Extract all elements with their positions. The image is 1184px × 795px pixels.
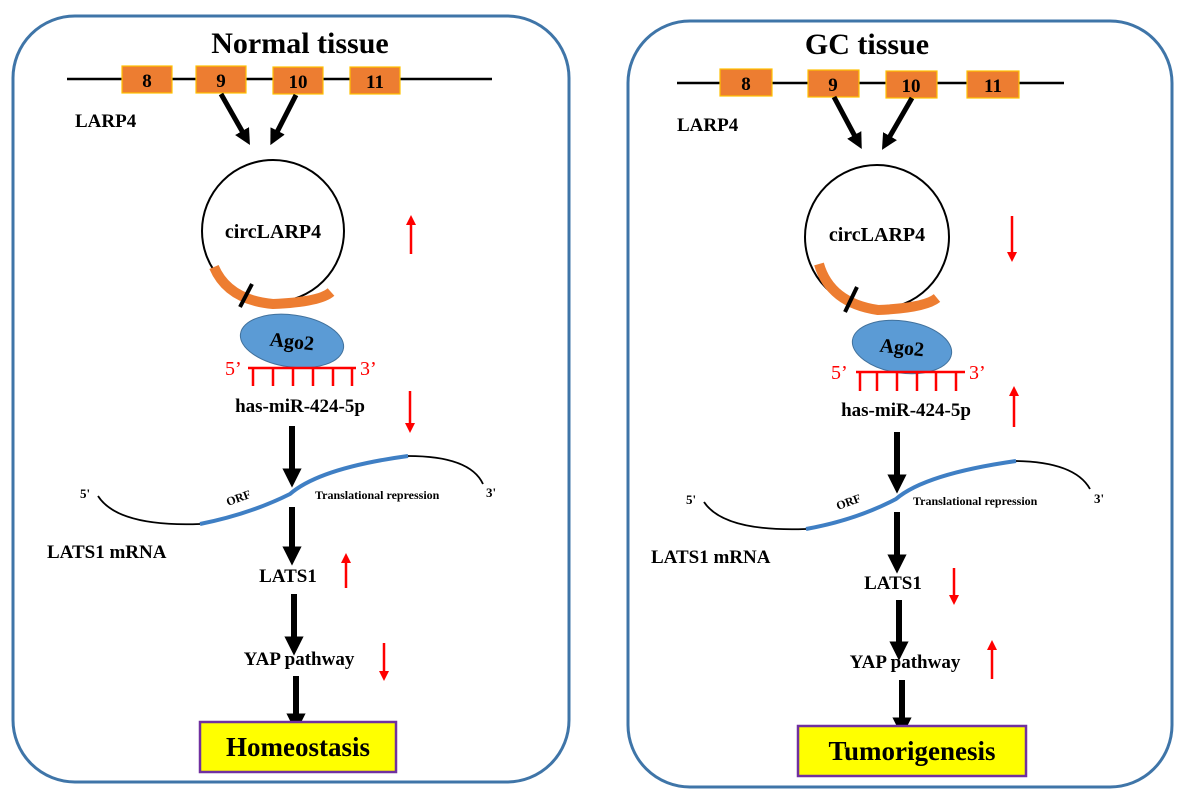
panel-border xyxy=(626,19,1174,789)
mirna-strand xyxy=(248,366,356,386)
panel-title: GC tissue xyxy=(805,28,929,61)
mirna-binding-site xyxy=(814,262,941,316)
svg-text:9: 9 xyxy=(216,71,226,92)
protein-label: LATS1 xyxy=(259,566,317,587)
svg-text:8: 8 xyxy=(741,74,751,95)
orf-label: ORF xyxy=(834,491,863,513)
ago2-label: Ago2 xyxy=(269,329,316,356)
exon-11: 11 xyxy=(349,66,401,95)
protein-label: LATS1 xyxy=(864,573,922,594)
svg-text:10: 10 xyxy=(902,76,921,97)
cleavage-mark xyxy=(238,283,254,308)
panel-title: Normal tissue xyxy=(211,27,388,60)
mrna-5prime: 5' xyxy=(686,492,696,507)
cleavage-mark xyxy=(843,286,859,313)
ago2-label: Ago2 xyxy=(879,335,926,362)
mirna-strand xyxy=(856,370,965,391)
exon-9: 9 xyxy=(195,65,247,94)
mirna-5prime: 5’ xyxy=(225,358,242,380)
panel-normal-tissue: Normal tissue 8 9 10 11 LARP4 circLARP4 xyxy=(11,14,571,784)
translational-repression-label: Translational repression xyxy=(315,488,440,502)
mirna-binding-site xyxy=(209,264,335,310)
svg-text:10: 10 xyxy=(289,72,308,93)
panel-gc-tissue: GC tissue 8 9 10 11 LARP4 circLARP4 Ago2 xyxy=(626,19,1174,789)
svg-text:11: 11 xyxy=(366,72,384,93)
circrna-label: circLARP4 xyxy=(829,224,925,246)
circrna-label: circLARP4 xyxy=(225,221,321,243)
panel-border xyxy=(11,14,571,784)
mirna-5prime: 5’ xyxy=(831,362,848,384)
orf-label: ORF xyxy=(224,487,253,509)
svg-text:11: 11 xyxy=(984,76,1002,97)
exon-8: 8 xyxy=(719,68,773,97)
mirna-3prime: 3’ xyxy=(360,358,377,380)
mrna-orf xyxy=(199,454,409,526)
exon-10: 10 xyxy=(272,66,324,95)
svg-text:9: 9 xyxy=(828,75,838,96)
mrna-3prime: 3' xyxy=(486,485,496,500)
exon-9: 9 xyxy=(807,69,860,98)
mrna-3utr xyxy=(1015,460,1091,490)
splice-arrow-exon9 xyxy=(218,92,250,145)
mrna-5prime: 5' xyxy=(80,486,90,501)
mrna-3prime: 3' xyxy=(1094,491,1104,506)
mirna-label: has-miR-424-5p xyxy=(235,396,365,417)
exon-11: 11 xyxy=(966,70,1020,99)
svg-text:8: 8 xyxy=(142,71,152,92)
exon-8: 8 xyxy=(121,65,173,94)
outcome-label: Homeostasis xyxy=(226,732,370,762)
pathway-label: YAP pathway xyxy=(850,652,961,673)
translational-repression-label: Translational repression xyxy=(913,494,1038,508)
mrna-label: LATS1 mRNA xyxy=(47,542,167,563)
mrna-5utr xyxy=(97,495,201,526)
splice-arrow-exon10 xyxy=(881,96,915,150)
mirna-label: has-miR-424-5p xyxy=(841,400,971,421)
mrna-5utr xyxy=(703,501,807,531)
mrna-label: LATS1 mRNA xyxy=(651,547,771,568)
outcome-box xyxy=(796,724,1028,778)
gene-label: LARP4 xyxy=(677,115,739,136)
outcome-box xyxy=(198,720,398,774)
outcome-label: Tumorigenesis xyxy=(828,736,995,766)
splice-arrow-exon9 xyxy=(831,95,862,150)
gene-label: LARP4 xyxy=(75,111,137,132)
mrna-orf xyxy=(805,459,1017,531)
mrna-3utr xyxy=(407,455,484,485)
exon-10: 10 xyxy=(885,70,938,99)
ago2-protein xyxy=(239,313,345,369)
pathway-label: YAP pathway xyxy=(244,649,355,670)
splice-arrow-exon10 xyxy=(270,93,299,146)
mirna-3prime: 3’ xyxy=(969,362,986,384)
